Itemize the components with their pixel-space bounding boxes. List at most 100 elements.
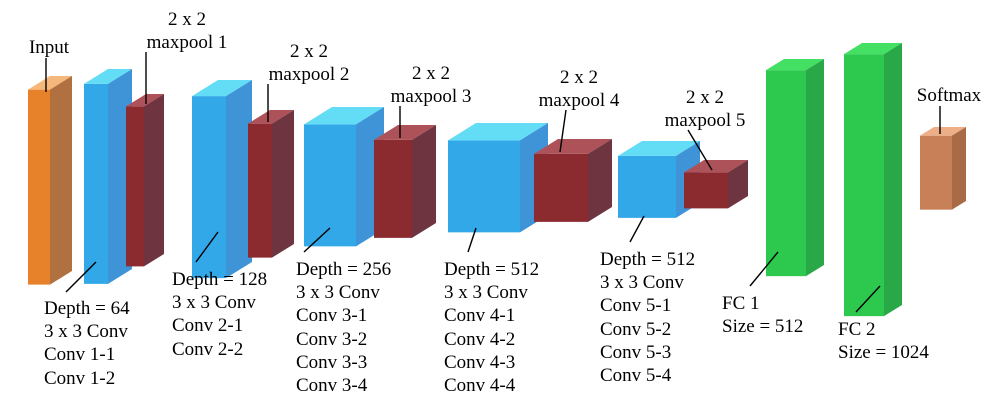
block-input-front-face (28, 89, 51, 285)
conv4-caption-line: Conv 4-3 (444, 351, 516, 373)
block-softmax-side-face (951, 127, 966, 210)
block-pool1-front-face (126, 105, 145, 266)
softmax-label: Softmax (906, 84, 992, 107)
pool2-label-line: 2 x 2 (290, 41, 328, 62)
block-conv3-front-face (304, 123, 356, 246)
block-conv1-side-face (108, 69, 132, 284)
block-pool3-side-face (411, 125, 436, 238)
block-fc1-top-face (766, 58, 824, 70)
conv2-caption-line: 3 x 3 Conv (172, 292, 256, 314)
block-fc2-side-face (883, 42, 902, 316)
block-pool5-side-face (727, 159, 748, 208)
block-conv5-top-face (618, 141, 700, 156)
block-conv5-front-face (618, 155, 676, 218)
fc2-caption-line: FC 2 (838, 319, 876, 340)
conv3-caption-line: Conv 3-4 (296, 374, 368, 396)
block-fc1-side-face (805, 58, 824, 276)
conv3-caption-line: 3 x 3 Conv (296, 282, 380, 304)
block-pool2-front-face (248, 123, 272, 258)
conv4-caption-line: 3 x 3 Conv (444, 282, 528, 304)
conv5-caption-line: Conv 5-3 (600, 341, 672, 363)
block-pool3-front-face (374, 139, 412, 238)
conv2-caption-line: Conv 2-1 (172, 315, 244, 337)
pool3-label-line: maxpool 3 (390, 86, 472, 108)
fc1-caption-line: FC 1 (722, 293, 760, 314)
block-conv2-top-face (192, 79, 252, 96)
block-pool3 (374, 125, 438, 240)
pool3-label-line: 2 x 2 (412, 63, 450, 84)
fc2-caption-line: Size = 1024 (838, 342, 929, 364)
block-pool3-top-face (374, 125, 436, 140)
block-conv4-top-face (448, 122, 548, 140)
block-pool1-top-face (126, 93, 164, 106)
conv3-caption-line: Conv 3-1 (296, 305, 368, 327)
conv4-caption-line: Conv 4-4 (444, 374, 516, 396)
conv1-caption-line: Conv 1-1 (44, 344, 116, 366)
block-conv2 (192, 79, 254, 280)
conv3-caption-line: Depth = 256 (296, 259, 392, 280)
pool4-label-line: 2 x 2 (560, 67, 598, 88)
block-conv1-front-face (84, 83, 109, 284)
pool1-label-line: 2 x 2 (168, 9, 206, 30)
block-conv1-top-face (84, 69, 132, 84)
block-conv2-side-face (225, 79, 252, 278)
conv5-caption-line: Conv 5-1 (600, 295, 672, 317)
conv1-caption-line: 3 x 3 Conv (44, 321, 128, 343)
block-pool4-top-face (534, 139, 612, 154)
block-conv1 (84, 69, 134, 286)
block-softmax-front-face (920, 135, 952, 210)
block-pool5 (684, 159, 750, 210)
block-conv4 (448, 122, 550, 234)
pool4-label-line: maxpool 4 (538, 90, 620, 112)
block-softmax (920, 127, 968, 212)
block-pool2-top-face (248, 110, 294, 124)
pool5-label-line: 2 x 2 (686, 87, 724, 108)
conv5-caption-line: 3 x 3 Conv (600, 272, 684, 294)
block-fc2-front-face (844, 53, 884, 316)
block-fc1-front-face (766, 69, 806, 276)
block-pool2-side-face (272, 110, 294, 258)
block-softmax-top-face (920, 127, 966, 136)
block-conv2-front-face (192, 95, 226, 278)
block-input-top-face (28, 76, 72, 90)
conv4-caption-line: Depth = 512 (444, 259, 540, 280)
softmax-label-line: Softmax (916, 85, 982, 106)
block-input (28, 76, 74, 287)
block-pool4-side-face (587, 139, 612, 222)
block-pool5-front-face (684, 171, 728, 208)
block-pool1 (126, 93, 166, 268)
conv3-caption-line: Conv 3-2 (296, 328, 368, 350)
input-label: Input (14, 36, 84, 59)
pool2-label-line: maxpool 2 (268, 64, 350, 86)
block-pool1-side-face (144, 93, 164, 266)
conv4-caption-line: Conv 4-1 (444, 305, 516, 327)
conv2-caption-line: Conv 2-2 (172, 338, 244, 360)
block-conv4-front-face (448, 139, 520, 232)
fc1-caption-line: Size = 512 (722, 316, 804, 338)
conv1-caption-line: Conv 1-2 (44, 367, 116, 389)
block-input-side-face (50, 76, 72, 285)
block-pool2 (248, 110, 296, 260)
conv1-caption-line: Depth = 64 (44, 298, 130, 319)
block-fc1 (766, 58, 826, 278)
conv4-caption-line: Conv 4-2 (444, 328, 516, 350)
block-pool4 (534, 139, 614, 224)
conv5-caption-line: Depth = 512 (600, 249, 696, 270)
block-pool4-front-face (534, 153, 588, 222)
block-fc2-top-face (844, 42, 902, 54)
block-conv3-top-face (304, 106, 384, 124)
conv3-caption-line: Conv 3-3 (296, 351, 368, 373)
